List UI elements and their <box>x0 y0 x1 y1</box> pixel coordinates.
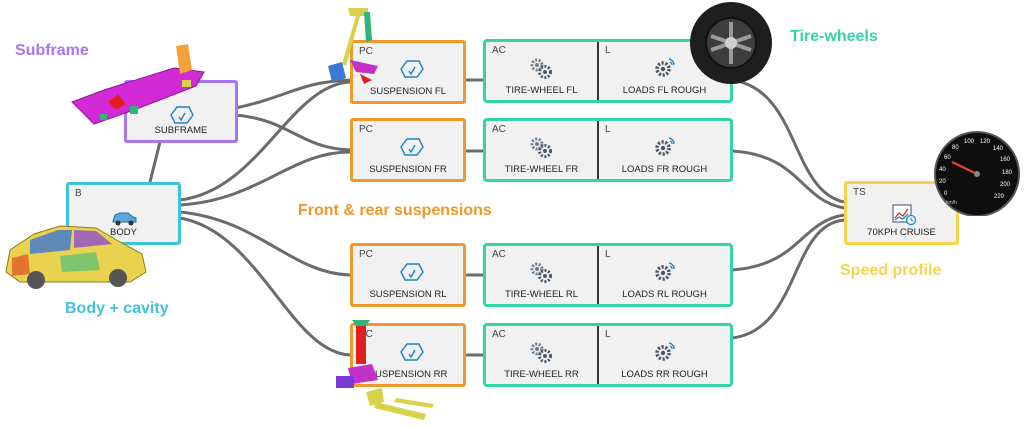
node-code: L <box>605 45 611 56</box>
node-code: B <box>75 188 82 199</box>
component-icon <box>400 263 424 281</box>
node-code: AC <box>492 45 506 56</box>
loads-gear-icon <box>655 58 675 77</box>
speedometer-tick-label: 100 <box>964 139 975 145</box>
group-divider <box>597 246 599 304</box>
node-label: TIRE-WHEEL RL <box>504 289 579 300</box>
tire-loads-group-rl: AC TIRE-WHEEL RL L LOADS RL ROUGH <box>483 243 733 307</box>
rear-suspension-model-image <box>336 320 434 420</box>
speedometer-tick-label: 40 <box>939 167 946 173</box>
loads-gear-icon <box>655 262 675 281</box>
gears-icon <box>530 58 552 79</box>
node-label: LOADS FR ROUGH <box>621 164 708 175</box>
node-label: BODY <box>110 227 137 238</box>
node-loads-fl[interactable]: L LOADS FL ROUGH <box>599 42 730 100</box>
speedometer-tick-label: 20 <box>939 179 946 185</box>
link-body-susp-fl <box>179 80 351 202</box>
node-label: TIRE-WHEEL FR <box>504 164 579 175</box>
node-tire-wheel-fl[interactable]: AC TIRE-WHEEL FL <box>486 42 597 100</box>
speedometer-tick-label: 180 <box>1002 170 1013 176</box>
node-label: SUSPENSION RR <box>368 369 448 380</box>
gears-icon <box>530 137 552 158</box>
node-label: SUBFRAME <box>154 125 208 136</box>
speedometer-unit: km/h <box>946 200 957 206</box>
link-body-susp-rr <box>179 216 351 357</box>
node-label: SUSPENSION FL <box>369 86 447 97</box>
node-label: 70KPH CRUISE <box>867 227 936 238</box>
component-icon <box>400 343 424 361</box>
node-code: L <box>605 329 611 340</box>
node-label: LOADS FL ROUGH <box>622 85 707 96</box>
node-loads-rr[interactable]: L LOADS RR ROUGH <box>599 326 730 384</box>
time-series-chart-icon <box>892 204 917 226</box>
node-code: TS <box>853 187 866 198</box>
group-divider <box>597 326 599 384</box>
node-label: LOADS RL ROUGH <box>622 289 707 300</box>
node-label: LOADS RR ROUGH <box>621 369 708 380</box>
tire-wheel-image <box>690 2 772 84</box>
link-subframe-body <box>148 141 162 183</box>
suspensions-group-label: Front & rear suspensions <box>298 202 492 219</box>
body-cavity-group-label: Body + cavity <box>65 300 169 317</box>
component-icon <box>170 106 194 124</box>
speedometer-tick-label: 140 <box>993 146 1004 152</box>
node-code: L <box>605 249 611 260</box>
speedometer-tick-label: 60 <box>944 155 951 161</box>
component-icon <box>400 138 424 156</box>
node-loads-rl[interactable]: L LOADS RL ROUGH <box>599 246 730 304</box>
node-code: PC <box>359 249 373 260</box>
node-code: AC <box>492 124 506 135</box>
subframe-group-label: Subframe <box>15 42 89 59</box>
group-divider <box>597 121 599 179</box>
link-body-susp-fr <box>179 150 351 207</box>
node-suspension-rl[interactable]: PC SUSPENSION RL <box>350 243 466 307</box>
node-tire-wheel-rl[interactable]: AC TIRE-WHEEL RL <box>486 246 597 304</box>
front-suspension-model-image <box>328 8 378 84</box>
speedometer-tick-label: 120 <box>980 139 991 145</box>
speed-profile-group-label: Speed profile <box>840 262 942 279</box>
gears-icon <box>530 342 552 363</box>
link-loads-fr-cruise <box>731 149 845 210</box>
tire-wheels-group-label: Tire-wheels <box>790 28 878 45</box>
loads-gear-icon <box>655 342 675 361</box>
group-divider <box>597 42 599 100</box>
node-label: SUSPENSION RL <box>369 289 447 300</box>
link-loads-fl-cruise <box>731 78 845 204</box>
speedometer-image: 0 20 40 60 80 100 120 140 160 180 200 22… <box>934 131 1020 216</box>
node-code: PC <box>359 124 373 135</box>
component-icon <box>400 60 424 78</box>
link-subframe-susp-fr <box>235 113 351 152</box>
node-tire-wheel-fr[interactable]: AC TIRE-WHEEL FR <box>486 121 597 179</box>
node-code: PC <box>359 46 373 57</box>
subframe-model-image <box>71 44 205 125</box>
node-code: AC <box>492 249 506 260</box>
node-label: SUSPENSION FR <box>369 164 447 175</box>
car-body-icon <box>112 212 137 226</box>
tire-loads-group-rr: AC TIRE-WHEEL RR L LOADS RR ROUGH <box>483 323 733 387</box>
car-body-model-image <box>5 225 147 289</box>
tire-loads-group-fr: AC TIRE-WHEEL FR L LOADS FR ROUGH <box>483 118 733 182</box>
speedometer-tick-label: 0 <box>944 191 948 197</box>
speedometer-tick-label: 200 <box>1000 182 1011 188</box>
speedometer-tick-label: 160 <box>1000 157 1011 163</box>
node-code: AC <box>492 329 506 340</box>
node-loads-fr[interactable]: L LOADS FR ROUGH <box>599 121 730 179</box>
node-code: L <box>605 124 611 135</box>
node-suspension-fr[interactable]: PC SUSPENSION FR <box>350 118 466 182</box>
node-tire-wheel-rr[interactable]: AC TIRE-WHEEL RR <box>486 326 597 384</box>
speedometer-tick-label: 220 <box>994 194 1005 200</box>
speedometer-tick-label: 80 <box>952 145 959 151</box>
node-label: TIRE-WHEEL FL <box>505 85 578 96</box>
loads-gear-icon <box>655 137 675 156</box>
link-loads-rr-cruise <box>731 218 845 340</box>
link-body-susp-rl <box>179 210 351 277</box>
link-loads-rl-cruise <box>731 213 845 272</box>
node-label: TIRE-WHEEL RR <box>504 369 579 380</box>
gears-icon <box>530 262 552 283</box>
